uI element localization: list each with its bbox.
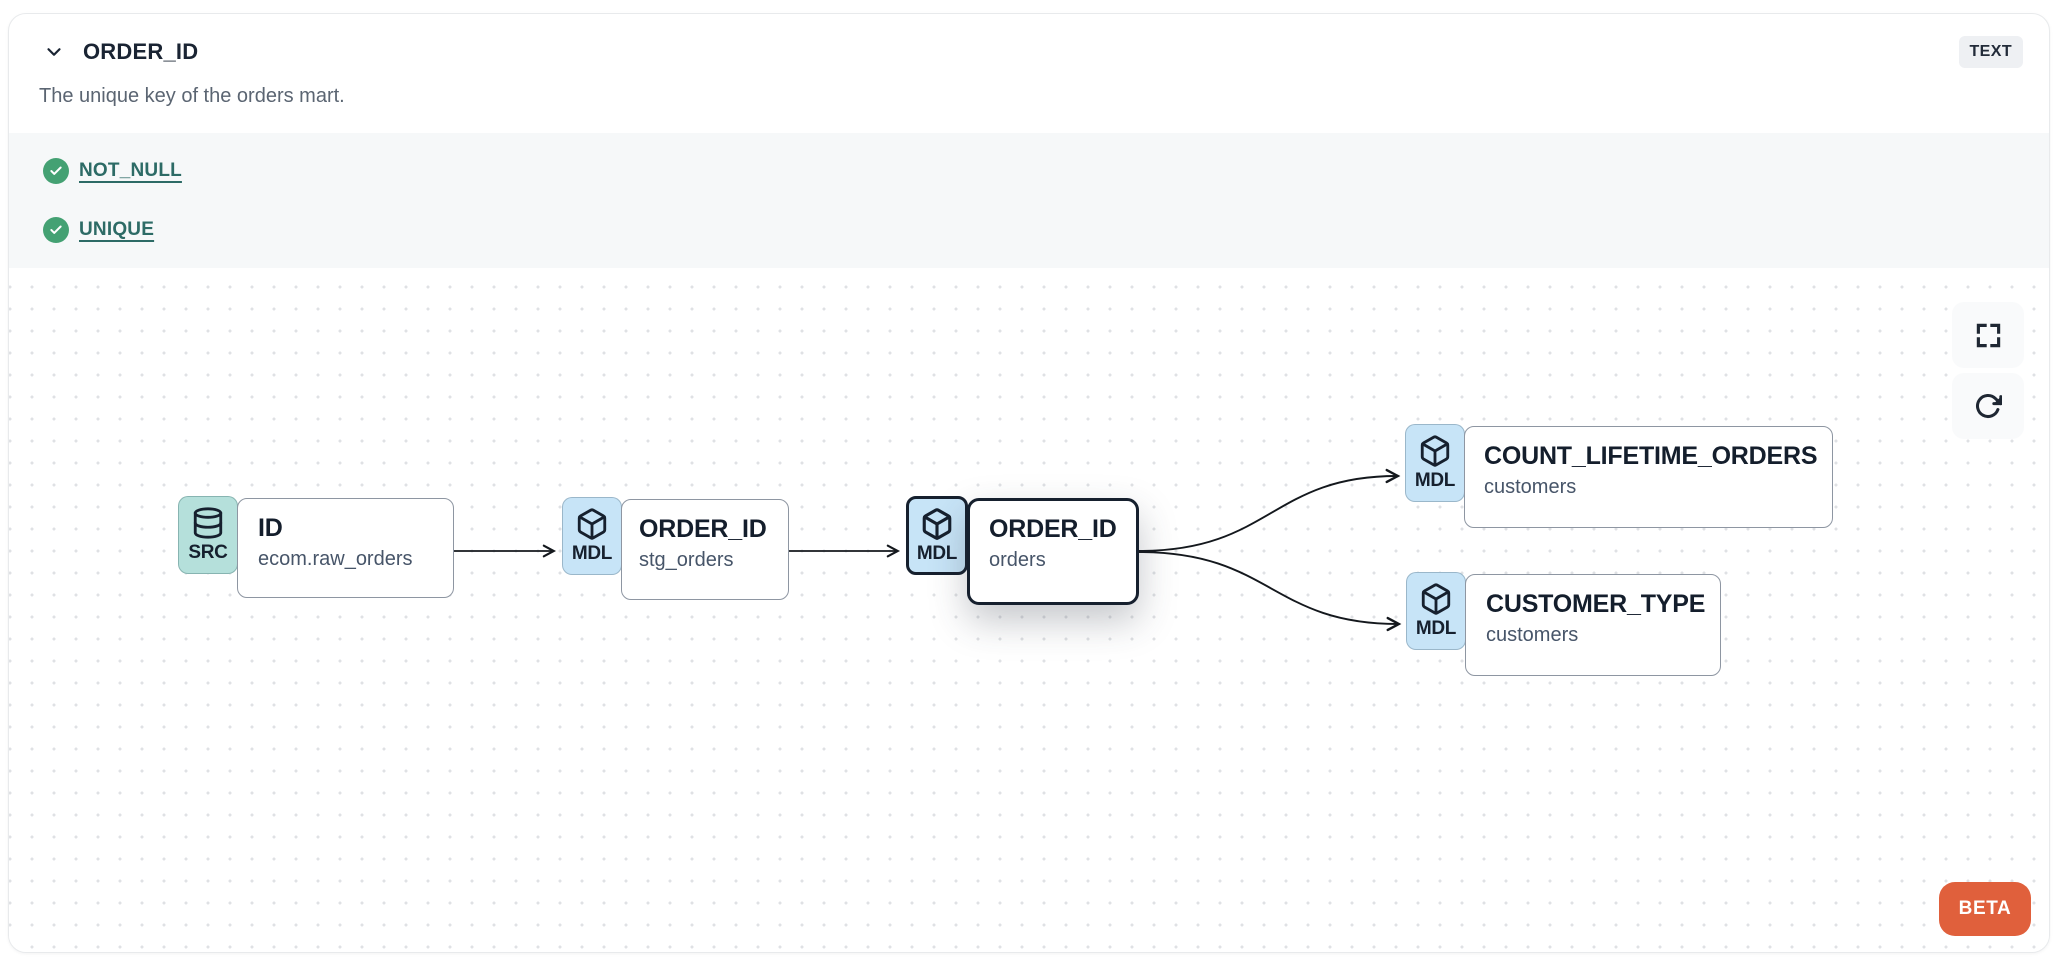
node-type-label: MDL [571,543,613,564]
database-icon [193,507,223,539]
node-title: ORDER_ID [989,515,1117,543]
node-type-badge: MDL [1405,424,1465,502]
canvas-controls [1952,302,2024,439]
type-badge: TEXT [1958,36,2023,68]
node-title: COUNT_LIFETIME_ORDERS [1484,442,1818,470]
node-subtitle: stg_orders [639,549,734,571]
chevron-down-icon [47,48,61,56]
cube-icon [577,508,607,540]
node-type-badge: MDL [562,497,622,575]
beta-button[interactable]: BETA [1939,882,2031,936]
node-type-label: MDL [916,542,958,564]
node-subtitle: customers [1486,624,1579,646]
cube-icon [1420,435,1450,467]
node-card: COUNT_LIFETIME_ORDERS customers [1464,426,1833,528]
lineage-edges [454,468,1402,632]
node-subtitle: ecom.raw_orders [258,548,413,570]
fullscreen-icon [1976,323,2000,347]
node-card: ORDER_ID orders [967,498,1139,605]
fullscreen-button[interactable] [1952,302,2024,368]
refresh-icon [1976,394,2002,419]
column-description: The unique key of the orders mart. [39,85,345,107]
node-type-badge: MDL [906,496,968,575]
header: ORDER_ID TEXT [9,14,2049,68]
node-type-badge: MDL [1406,572,1466,650]
refresh-button[interactable] [1952,373,2024,439]
column-detail-card: ORDER_ID TEXT The unique key of the orde… [8,13,2050,953]
test-link-unique[interactable]: UNIQUE [79,219,155,240]
node-title: ORDER_ID [639,515,767,543]
node-card: CUSTOMER_TYPE customers [1465,574,1721,676]
collapse-button[interactable] [39,37,69,67]
cube-icon [922,507,952,540]
test-row: UNIQUE [43,217,2019,243]
lineage-canvas[interactable]: SRC ID ecom.raw_orders MDL ORDER_ID stg_… [9,268,2049,952]
check-circle-icon [43,217,69,243]
node-type-label: SRC [188,542,228,563]
node-type-badge: SRC [178,496,238,574]
node-card: ORDER_ID stg_orders [621,499,789,600]
node-card: ID ecom.raw_orders [237,498,454,598]
node-subtitle: customers [1484,476,1577,498]
test-row: NOT_NULL [43,158,2019,184]
node-type-label: MDL [1414,470,1456,491]
node-subtitle: orders [989,549,1046,571]
node-title: ID [258,514,283,542]
cube-icon [1421,583,1451,615]
edge [1138,551,1402,632]
page-title: ORDER_ID [83,39,199,64]
edge [1138,468,1401,552]
node-title: CUSTOMER_TYPE [1486,590,1706,618]
test-link-not-null[interactable]: NOT_NULL [79,160,182,181]
tests-section: NOT_NULL UNIQUE [9,133,2049,268]
check-circle-icon [43,158,69,184]
node-type-label: MDL [1415,618,1457,639]
